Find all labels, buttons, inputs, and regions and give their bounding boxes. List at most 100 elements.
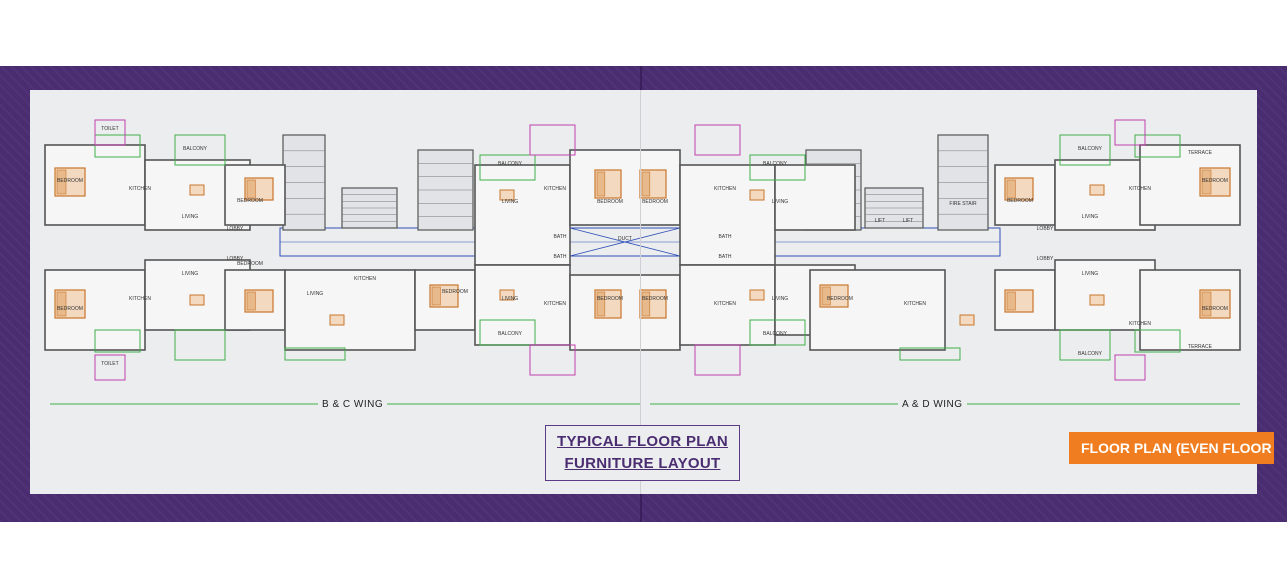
sofa-0 <box>189 184 205 196</box>
room-label-5: KITCHEN <box>129 296 151 302</box>
room-label-38: LIVING <box>1082 271 1099 277</box>
toilet-2 <box>529 124 576 156</box>
room-label-16: LIVING <box>502 199 519 205</box>
room-label-50: BALCONY <box>763 331 788 337</box>
plan-title-line1: TYPICAL FLOOR PLAN <box>557 433 728 450</box>
room-label-10: BEDROOM <box>237 261 263 267</box>
lift-label-2: LIFT <box>903 218 913 224</box>
balcony-6 <box>749 154 806 181</box>
room-label-7: BEDROOM <box>57 306 83 312</box>
room-label-3: BALCONY <box>183 146 208 152</box>
room-label-14: LIVING <box>307 291 324 297</box>
fire-stair-label: FIRE STAIR <box>949 201 977 207</box>
room-label-46: BALCONY <box>1078 351 1103 357</box>
balcony-1 <box>174 134 226 166</box>
bed-12-pillow <box>1201 169 1212 195</box>
room-label-20: KITCHEN <box>544 186 566 192</box>
toilet-0 <box>94 119 126 146</box>
room-label-9: BEDROOM <box>237 198 263 204</box>
room-label-49: BALCONY <box>763 161 788 167</box>
room-label-21: KITCHEN <box>544 301 566 307</box>
room-label-35: LOBBY <box>1037 226 1054 232</box>
balcony-0 <box>94 134 141 158</box>
room-label-45: BALCONY <box>1078 146 1103 152</box>
duct-label: DUCT <box>618 236 632 242</box>
plan-title-line2: FURNITURE LAYOUT <box>564 455 721 472</box>
room-label-27: KITCHEN <box>714 301 736 307</box>
bed-11-pillow <box>1006 291 1016 311</box>
bed-3-pillow <box>246 291 256 311</box>
bed-10-pillow <box>1006 179 1016 199</box>
room-label-18: BATH <box>554 234 567 240</box>
room-label-0: BEDROOM <box>57 178 83 184</box>
balcony-5 <box>479 319 536 346</box>
unit-c-kitchen-living <box>284 269 416 351</box>
unit-d-bottom-living <box>1054 259 1156 331</box>
toilet-7 <box>1114 354 1146 381</box>
balcony-9 <box>899 347 961 361</box>
lift-label-1: LIFT <box>875 218 885 224</box>
room-label-47: BALCONY <box>498 161 523 167</box>
sofa-8 <box>1089 184 1105 196</box>
room-label-1: KITCHEN <box>129 186 151 192</box>
room-label-19: BATH <box>554 254 567 260</box>
room-label-2: LIVING <box>182 214 199 220</box>
balcony-4 <box>479 154 536 181</box>
balcony-13 <box>1134 329 1181 353</box>
balcony-8 <box>284 347 346 361</box>
sofa-4 <box>499 289 515 301</box>
room-label-48: BALCONY <box>498 331 523 337</box>
balcony-7 <box>749 319 806 346</box>
room-label-30: LIVING <box>772 199 789 205</box>
sofa-1 <box>189 294 205 306</box>
room-label-44: TERRACE <box>1188 344 1213 350</box>
room-label-33: KITCHEN <box>904 301 926 307</box>
room-label-24: BEDROOM <box>597 296 623 302</box>
room-label-28: BATH <box>719 234 732 240</box>
bed-2-pillow <box>246 179 256 199</box>
room-label-4: TOILET <box>101 126 118 132</box>
bed-7-pillow <box>596 291 606 317</box>
sofa-2 <box>329 314 345 326</box>
balcony-3 <box>174 329 226 361</box>
room-label-22: BEDROOM <box>597 199 623 205</box>
room-label-13: KITCHEN <box>354 276 376 282</box>
room-label-32: BEDROOM <box>827 296 853 302</box>
balcony-10 <box>1059 134 1111 166</box>
sofa-5 <box>749 189 765 201</box>
duct-diagonal-2 <box>569 227 681 257</box>
toilet-5 <box>694 344 741 376</box>
bed-5-pillow <box>596 171 606 197</box>
room-label-6: LIVING <box>182 271 199 277</box>
room-label-37: LIVING <box>1082 214 1099 220</box>
sofa-7 <box>959 314 975 326</box>
bed-0-pillow <box>56 169 67 195</box>
bed-9-pillow <box>821 286 831 306</box>
room-label-12: LOBBY <box>227 256 244 262</box>
floor-plan-drawing: DUCT LIFT LIFT FIRE STAIR BEDROOM KITCHEN LIVI… <box>44 119 1241 405</box>
room-label-11: LOBBY <box>227 226 244 232</box>
unit-a-top <box>679 164 776 266</box>
room-label-42: BEDROOM <box>1202 306 1228 312</box>
bed-13-pillow <box>1201 291 1212 317</box>
bed-6-pillow <box>641 171 651 197</box>
sofa-9 <box>1089 294 1105 306</box>
room-label-36: LOBBY <box>1037 256 1054 262</box>
room-label-31: LIVING <box>772 296 789 302</box>
bed-1-pillow <box>56 291 67 317</box>
room-label-23: BEDROOM <box>642 199 668 205</box>
room-label-26: KITCHEN <box>714 186 736 192</box>
sofa-6 <box>749 289 765 301</box>
sheet-center-fold <box>640 90 641 494</box>
room-label-15: BEDROOM <box>442 289 468 295</box>
room-label-17: LIVING <box>502 296 519 302</box>
wing-label-right: A & D WING <box>898 399 967 410</box>
wing-label-left: B & C WING <box>318 399 388 410</box>
room-label-34: BEDROOM <box>1007 198 1033 204</box>
toilet-1 <box>94 354 126 381</box>
unit-d-top-living <box>1054 159 1156 231</box>
toilet-3 <box>529 344 576 376</box>
plan-title-box: TYPICAL FLOOR PLAN FURNITURE LAYOUT <box>545 425 740 481</box>
bed-8-pillow <box>641 291 651 317</box>
balcony-2 <box>94 329 141 353</box>
